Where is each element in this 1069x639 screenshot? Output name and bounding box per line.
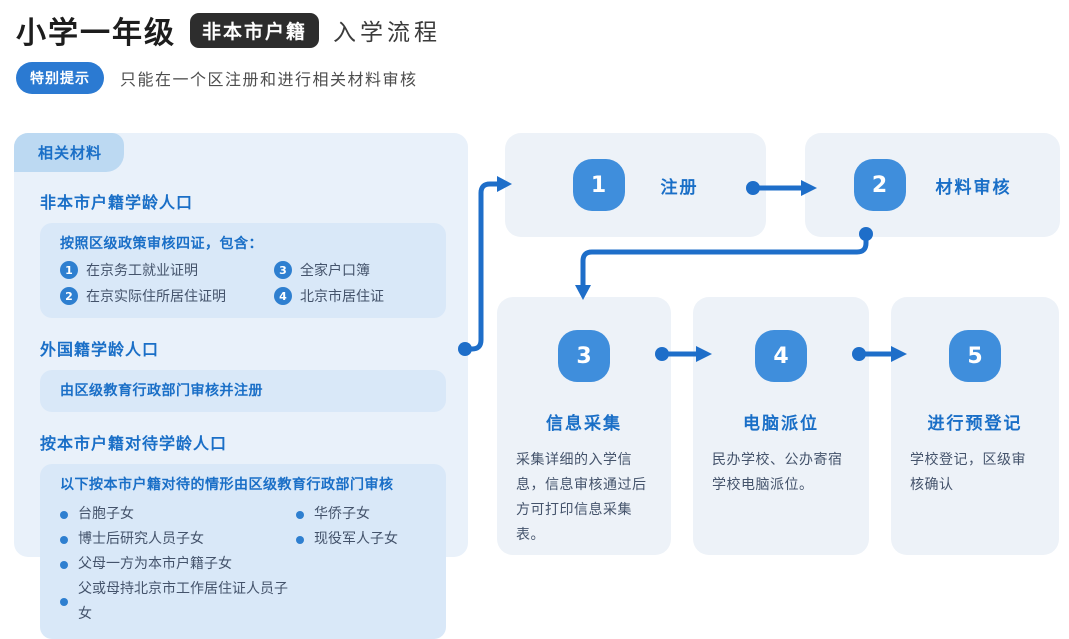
numbered-item: 4 北京市居住证: [273, 286, 428, 306]
item-label: 在京务工就业证明: [86, 263, 198, 279]
step5-description: 学校登记，区级审核确认: [910, 452, 1026, 493]
step4-label: 电脑派位: [743, 414, 819, 434]
bullet-item: 父或母持北京市工作居住证人员子女: [60, 577, 296, 627]
step1-number-badge: 1: [572, 159, 625, 211]
section-heading-treated-as-local: 按本市户籍对待学龄人口: [40, 434, 228, 453]
bullet-item: 现役军人子女: [296, 527, 428, 552]
bullet-columns: 台胞子女 博士后研究人员子女 父母一方为本市户籍子女 父或母持北京市工作居住证人…: [60, 502, 428, 627]
bullet-dot-icon: [60, 598, 68, 606]
step5-label: 进行预登记: [927, 414, 1023, 434]
bullet-column-right: 华侨子女 现役军人子女: [296, 502, 428, 627]
bullet-label: 博士后研究人员子女: [78, 531, 204, 547]
flow-card-step3: 3 信息采集 采集详细的入学信息，信息审核通过后方可打印信息采集表。: [497, 297, 671, 555]
materials-panel: 相关材料 非本市户籍学龄人口 按照区级政策审核四证，包含： 1 在京务工就业证明…: [14, 133, 468, 639]
tip-text: 只能在一个区注册和进行相关材料审核: [120, 70, 418, 89]
step3-number-badge: 3: [558, 330, 610, 382]
info-box-foreign: 由区级教育行政部门审核并注册: [40, 370, 446, 412]
bullet-label: 华侨子女: [314, 506, 370, 522]
info-box-title: 由区级教育行政部门审核并注册: [60, 383, 263, 399]
item-number-badge: 3: [273, 261, 292, 279]
page-subtitle: 入学流程: [333, 20, 442, 46]
registration-type-badge: 非本市户籍: [190, 12, 320, 48]
bullet-label: 现役军人子女: [314, 531, 398, 547]
page-title: 小学一年级: [16, 16, 176, 51]
flow-card-step5: 5 进行预登记 学校登记，区级审核确认: [891, 297, 1059, 555]
step2-label: 材料审核: [935, 177, 1012, 198]
flow-card-step1: 1 注册: [505, 133, 766, 237]
step4-number-badge: 4: [755, 330, 807, 382]
connector-step2-to-step3: [575, 227, 873, 300]
materials-panel-body: 非本市户籍学龄人口 按照区级政策审核四证，包含： 1 在京务工就业证明 3 全家…: [14, 173, 468, 639]
step1-label: 注册: [660, 177, 699, 198]
bullet-dot-icon: [296, 510, 304, 519]
flow-card-step2: 2 材料审核: [805, 133, 1060, 237]
step4-description: 民办学校、公办寄宿学校电脑派位。: [712, 452, 843, 493]
step2-number-badge: 2: [853, 159, 906, 211]
bullet-item: 父母一方为本市户籍子女: [60, 552, 296, 577]
step3-label: 信息采集: [546, 414, 622, 434]
numbered-item: 2 在京实际住所居住证明: [60, 286, 268, 306]
step5-number-badge: 5: [949, 330, 1001, 382]
info-box-title: 按照区级政策审核四证，包含：: [60, 236, 263, 252]
flow-card-step4: 4 电脑派位 民办学校、公办寄宿学校电脑派位。: [693, 297, 869, 555]
bullet-item: 华侨子女: [296, 502, 428, 527]
bullet-dot-icon: [60, 535, 68, 544]
page-header: 小学一年级 非本市户籍 入学流程: [16, 8, 441, 52]
item-number-badge: 1: [60, 261, 78, 279]
info-box-treated-as-local: 以下按本市户籍对待的情形由区级教育行政部门审核 台胞子女 博士后研究人员子女 父…: [40, 464, 446, 639]
item-label: 北京市居住证: [299, 289, 384, 305]
info-box-title: 以下按本市户籍对待的情形由区级教育行政部门审核: [60, 477, 394, 493]
section-heading-non-local: 非本市户籍学龄人口: [40, 193, 194, 212]
bullet-label: 父或母持北京市工作居住证人员子女: [78, 581, 288, 622]
numbered-item: 3 全家户口簿: [273, 260, 428, 280]
bullet-column-left: 台胞子女 博士后研究人员子女 父母一方为本市户籍子女 父或母持北京市工作居住证人…: [60, 502, 296, 627]
item-label: 在京实际住所居住证明: [86, 289, 226, 305]
bullet-dot-icon: [60, 510, 68, 519]
section-heading-foreign: 外国籍学龄人口: [40, 340, 160, 359]
bullet-label: 台胞子女: [78, 506, 134, 522]
numbered-item: 1 在京务工就业证明: [60, 260, 268, 280]
bullet-label: 父母一方为本市户籍子女: [78, 556, 232, 572]
certificates-grid: 1 在京务工就业证明 3 全家户口簿 2 在京实际住所居住证明 4 北京市居住证: [60, 260, 428, 306]
item-label: 全家户口簿: [299, 263, 370, 279]
tip-row: 特别提示 只能在一个区注册和进行相关材料审核: [16, 62, 418, 94]
bullet-item: 博士后研究人员子女: [60, 527, 296, 552]
bullet-dot-icon: [60, 560, 68, 569]
materials-panel-tab: 相关材料: [14, 133, 125, 172]
info-box-four-certificates: 按照区级政策审核四证，包含： 1 在京务工就业证明 3 全家户口簿 2 在京实际…: [40, 223, 446, 318]
item-number-badge: 2: [60, 287, 78, 305]
tip-badge: 特别提示: [16, 62, 104, 94]
bullet-item: 台胞子女: [60, 502, 296, 527]
step3-description: 采集详细的入学信息，信息审核通过后方可打印信息采集表。: [516, 452, 647, 543]
item-number-badge: 4: [273, 287, 292, 305]
bullet-dot-icon: [296, 535, 304, 544]
